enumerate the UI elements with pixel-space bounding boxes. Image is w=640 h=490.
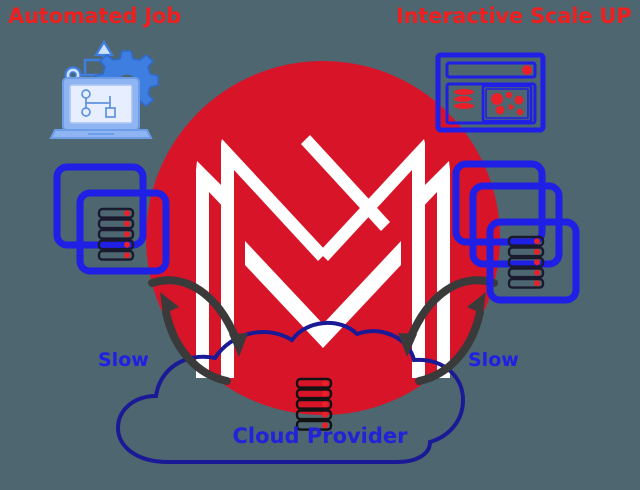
heading-automated-job: Automated Job (8, 4, 182, 28)
right-cycle-arrows-icon (406, 276, 498, 385)
cloud-server-rack-icon (295, 377, 333, 431)
metaflow-m-logo (196, 135, 450, 378)
label-cloud-provider: Cloud Provider (232, 424, 408, 448)
scatter-points (491, 91, 524, 116)
window-close-dot-icon (522, 65, 532, 75)
right-stacked-server-boxes-icon (452, 160, 580, 304)
left-stacked-server-boxes-icon (53, 163, 170, 275)
right-cycle-arrowheads (398, 292, 486, 357)
label-slow-left: Slow (98, 349, 149, 371)
label-slow-right: Slow (468, 349, 519, 371)
cloud-shape (115, 321, 466, 464)
heading-interactive-scale-up: Interactive Scale UP (396, 4, 632, 28)
laptop-workflow-gear-icon (49, 39, 159, 139)
left-cycle-arrowheads (160, 292, 248, 357)
browser-scatterplot-window-icon (435, 52, 546, 133)
left-cycle-arrows-icon (148, 276, 240, 385)
